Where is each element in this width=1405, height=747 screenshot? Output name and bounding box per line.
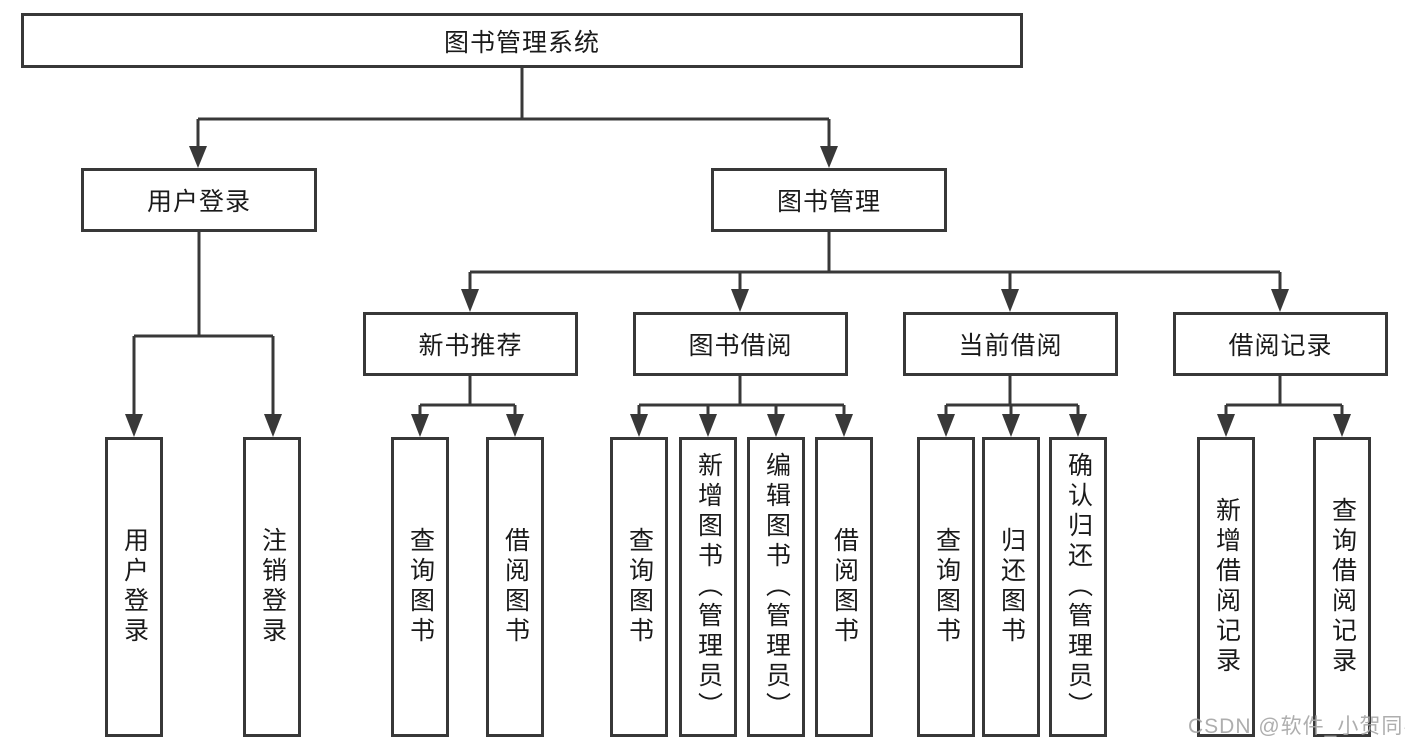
leaf-query-books-borrow-label: 查询图书 xyxy=(625,527,654,647)
leaf-add-borrow-record: 新增借阅记录 xyxy=(1197,437,1255,737)
leaf-query-books-recommend-label: 查询图书 xyxy=(406,527,435,647)
node-book-borrow-label: 图书借阅 xyxy=(688,332,793,360)
leaf-borrow-books-recommend: 借阅图书 xyxy=(486,437,544,737)
node-book-management: 图书管理 xyxy=(711,168,947,232)
leaf-edit-books-admin-label: 编辑图书（管理员） xyxy=(762,452,791,722)
node-new-book-recommend-label: 新书推荐 xyxy=(418,332,523,360)
leaf-logout-label: 注销登录 xyxy=(258,527,287,647)
leaf-borrow-books-recommend-label: 借阅图书 xyxy=(501,527,530,647)
leaf-borrow-books: 借阅图书 xyxy=(815,437,873,737)
leaf-return-books-label: 归还图书 xyxy=(997,527,1026,647)
leaf-query-books-borrow: 查询图书 xyxy=(610,437,668,737)
connector-new-books-to-leaves xyxy=(411,376,524,437)
leaf-user-login: 用户登录 xyxy=(105,437,163,737)
node-borrow-records-label: 借阅记录 xyxy=(1228,332,1333,360)
leaf-query-books-current: 查询图书 xyxy=(917,437,975,737)
node-user-login: 用户登录 xyxy=(81,168,317,232)
node-borrow-records: 借阅记录 xyxy=(1173,312,1388,376)
node-library-system: 图书管理系统 xyxy=(21,13,1023,68)
connector-current-borrow-to-leaves xyxy=(937,376,1087,437)
connector-user-login-to-leaves xyxy=(125,232,282,437)
leaf-logout: 注销登录 xyxy=(243,437,301,737)
leaf-add-books-admin-label: 新增图书（管理员） xyxy=(694,452,723,722)
node-library-system-label: 图书管理系统 xyxy=(443,28,600,57)
leaf-add-borrow-record-label: 新增借阅记录 xyxy=(1212,497,1241,677)
leaf-query-books-recommend: 查询图书 xyxy=(391,437,449,737)
leaf-edit-books-admin: 编辑图书（管理员） xyxy=(747,437,805,737)
leaf-query-books-current-label: 查询图书 xyxy=(932,527,961,647)
connector-borrow-records-to-leaves xyxy=(1217,376,1351,437)
node-new-book-recommend: 新书推荐 xyxy=(363,312,578,376)
node-current-borrow-label: 当前借阅 xyxy=(958,332,1063,360)
connector-book-borrow-to-leaves xyxy=(630,376,853,437)
leaf-return-books: 归还图书 xyxy=(982,437,1040,737)
leaf-confirm-return-admin-label: 确认归还（管理员） xyxy=(1064,452,1093,722)
connector-book-mgmt-to-level3 xyxy=(461,232,1289,312)
node-book-borrow: 图书借阅 xyxy=(633,312,848,376)
leaf-add-books-admin: 新增图书（管理员） xyxy=(679,437,737,737)
leaf-query-borrow-record: 查询借阅记录 xyxy=(1313,437,1371,737)
leaf-user-login-label: 用户登录 xyxy=(120,527,149,647)
leaf-borrow-books-label: 借阅图书 xyxy=(830,527,859,647)
node-current-borrow: 当前借阅 xyxy=(903,312,1118,376)
node-book-management-label: 图书管理 xyxy=(776,188,881,216)
leaf-confirm-return-admin: 确认归还（管理员） xyxy=(1049,437,1107,737)
leaf-query-borrow-record-label: 查询借阅记录 xyxy=(1328,497,1357,677)
node-user-login-label: 用户登录 xyxy=(146,188,251,216)
connector-root-to-level2 xyxy=(189,68,838,168)
csdn-watermark: CSDN @软件_小贺同学 xyxy=(1188,715,1405,738)
